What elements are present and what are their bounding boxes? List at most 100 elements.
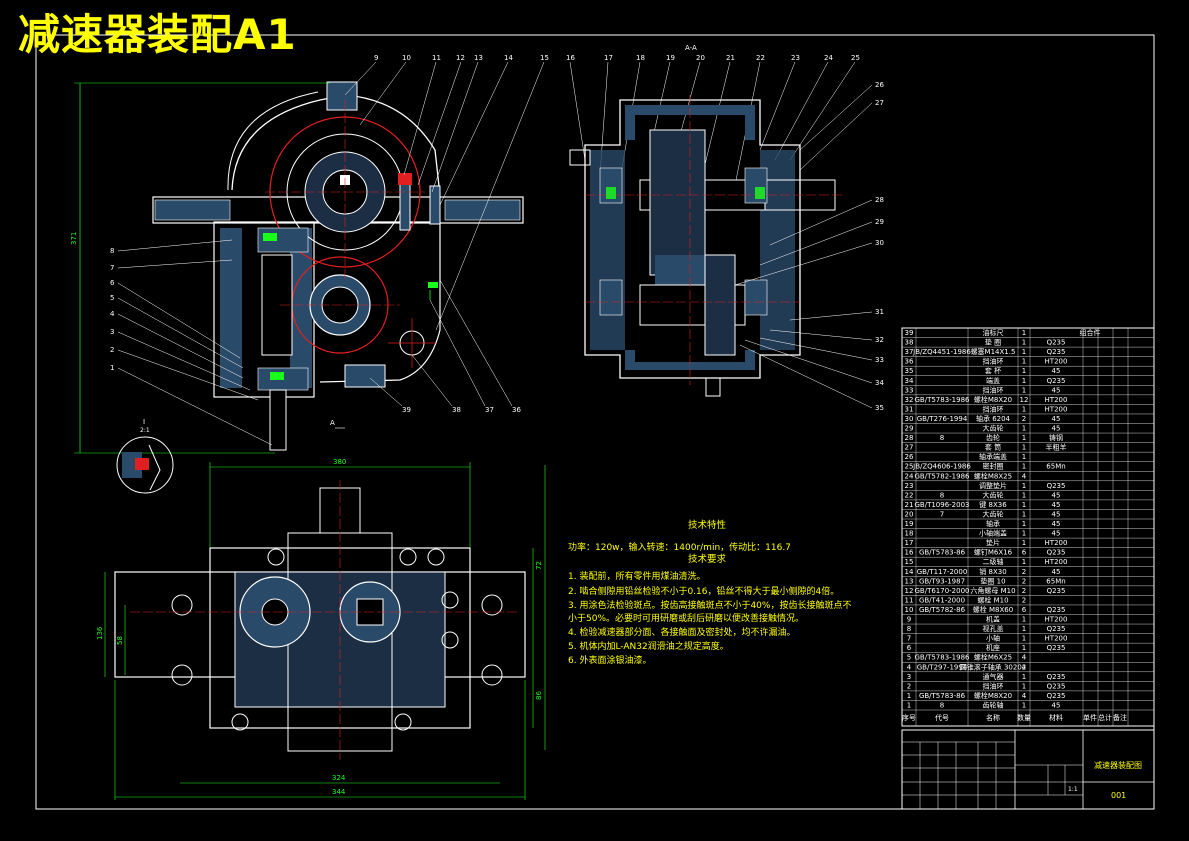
tech-req-5: 5. 机体内加L-AN32润滑油之规定高度。 xyxy=(568,640,729,652)
bom-cell: 机座 xyxy=(986,643,1000,652)
bom-header: 材料 xyxy=(1049,713,1063,722)
bom-cell: GB/T5782-1986 xyxy=(914,472,970,480)
bom-cell: 35 xyxy=(905,367,914,375)
bom-cell: 小轴 xyxy=(986,634,1000,643)
bottom-front-leaders xyxy=(369,279,513,407)
bom-cell: 12 xyxy=(1020,396,1029,404)
bom-cell: 45 xyxy=(1052,501,1061,509)
bom-cell: GB/T5783-86 xyxy=(919,692,966,700)
bom-cell: 27 xyxy=(905,444,914,452)
dim-width-top: 380 xyxy=(333,458,346,466)
bom-cell: 10 xyxy=(905,606,914,614)
tech-requirements-heading: 技术要求 xyxy=(688,553,727,565)
bom-cell: Q235 xyxy=(1047,673,1066,681)
bom-cell: 6 xyxy=(907,644,912,652)
front-view xyxy=(152,81,524,451)
balloon-11: 11 xyxy=(432,54,441,62)
bom-cell: 6 xyxy=(1022,606,1027,614)
side-section-view: A-A xyxy=(569,44,845,397)
balloon-15: 15 xyxy=(540,54,549,62)
bom-cell: Q235 xyxy=(1047,606,1066,614)
balloon-14: 14 xyxy=(504,54,513,62)
drawing-name: 减速器装配图 xyxy=(1094,760,1142,770)
bom-cell: Q235 xyxy=(1047,692,1066,700)
bom-cell: 机盖 xyxy=(986,615,1000,624)
bom-cell: 调整垫片 xyxy=(979,481,1007,490)
bom-cell: 螺钉M6X16 xyxy=(974,548,1013,557)
bom-cell: 二级轴 xyxy=(983,557,1004,566)
bom-cell: GB/T276-1994 xyxy=(917,415,968,423)
bom-cell: 1 xyxy=(1022,644,1026,652)
bom-cell: 31 xyxy=(905,405,914,413)
bom-cell: 1 xyxy=(1022,425,1026,433)
balloon-34: 34 xyxy=(875,379,884,387)
bom-cell: 2 xyxy=(1022,577,1026,585)
left-leaders xyxy=(117,239,273,446)
bom-cell: 齿轮轴 xyxy=(983,700,1004,709)
bom-cell: 1 xyxy=(1022,539,1026,547)
bom-cell: 8 xyxy=(940,491,944,499)
bom-cell: 7 xyxy=(940,510,944,518)
bom-cell: 4 xyxy=(907,663,912,671)
bom-cell: Q235 xyxy=(1047,625,1066,633)
drawing-scale: 1:1 xyxy=(1068,786,1078,793)
bom-cell: 轴承 xyxy=(986,519,1000,528)
balloon-23: 23 xyxy=(791,54,800,62)
bom-cell: 1 xyxy=(1022,358,1026,366)
bom-cell: 45 xyxy=(1052,491,1061,499)
bom-cell: 39 xyxy=(905,329,914,337)
bom-cell: 螺栓M8X20 xyxy=(974,395,1012,404)
bom-cell: 挡油环 xyxy=(983,404,1004,413)
bom-cell: 22 xyxy=(905,491,914,499)
bom-cell: 挡油环 xyxy=(983,681,1004,690)
bom-cell: 1 xyxy=(1022,501,1026,509)
bom-cell: 65Mn xyxy=(1046,463,1065,471)
bom-cell: 45 xyxy=(1052,367,1061,375)
bom-cell: 垫片 xyxy=(986,538,1000,547)
bom-cell: 15 xyxy=(905,558,914,566)
bom-cell: HT200 xyxy=(1045,635,1068,643)
dim-width-bottom: 344 xyxy=(332,788,346,796)
top-leaders xyxy=(344,61,856,331)
bom-cell: 45 xyxy=(1052,701,1061,709)
tech-req-3: 3. 用涂色法检验斑点。按齿高接触斑点不小于40%，按齿长接触斑点不 xyxy=(568,599,851,611)
bom-cell: GB/T117-2000 xyxy=(917,568,968,576)
plan-view xyxy=(114,480,526,760)
balloon-26: 26 xyxy=(875,81,884,89)
tech-req-4: 4. 检验减速器部分面、各接触面及密封处，均不许漏油。 xyxy=(568,626,795,638)
bom-cell: Q235 xyxy=(1047,377,1066,385)
bom-cell: 油标尺 xyxy=(983,328,1004,337)
bom-cell: 1 xyxy=(1022,616,1026,624)
bom-cell: 2 xyxy=(1022,596,1026,604)
bom-cell: 键 8X36 xyxy=(979,500,1007,509)
bom-cell: Q235 xyxy=(1047,348,1066,356)
left-balloon-labels: 8 7 6 5 4 3 2 1 xyxy=(110,247,115,372)
bom-cell: 37 xyxy=(905,348,914,356)
bom-cell: 45 xyxy=(1052,520,1061,528)
bom-cell: 23 xyxy=(905,482,914,490)
dim-right-a: 72 xyxy=(535,561,543,570)
bom-cell: 1 xyxy=(1022,405,1026,413)
bom-cell: 36 xyxy=(905,358,914,366)
balloon-32: 32 xyxy=(875,336,884,344)
bom-cell: 2 xyxy=(907,682,911,690)
balloon-21: 21 xyxy=(726,54,735,62)
bom-cell: 45 xyxy=(1052,510,1061,518)
balloon-10: 10 xyxy=(402,54,411,62)
bom-cell: 轴承 6204 xyxy=(976,414,1011,423)
bom-cell: 大齿轮 xyxy=(983,509,1004,518)
bom-cell: 挡油环 xyxy=(983,385,1004,394)
bom-cell: GB/T5783-1986 xyxy=(914,396,970,404)
bom-cell: 垫圈 10 xyxy=(980,576,1005,585)
bom-cell: 9 xyxy=(907,616,911,624)
bom-cell: 1 xyxy=(1022,453,1026,461)
balloon-17: 17 xyxy=(604,54,613,62)
balloon-35: 35 xyxy=(875,404,884,412)
bom-cell: 1 xyxy=(1022,444,1026,452)
bom-cell: 65Mn xyxy=(1046,577,1065,585)
bom-cell: 1 xyxy=(1022,434,1026,442)
bom-header: 总计 xyxy=(1098,713,1112,722)
bom-cell: 螺栓 M8X60 xyxy=(973,605,1013,614)
balloon-22: 22 xyxy=(756,54,765,62)
bom-cell: 33 xyxy=(905,386,914,394)
